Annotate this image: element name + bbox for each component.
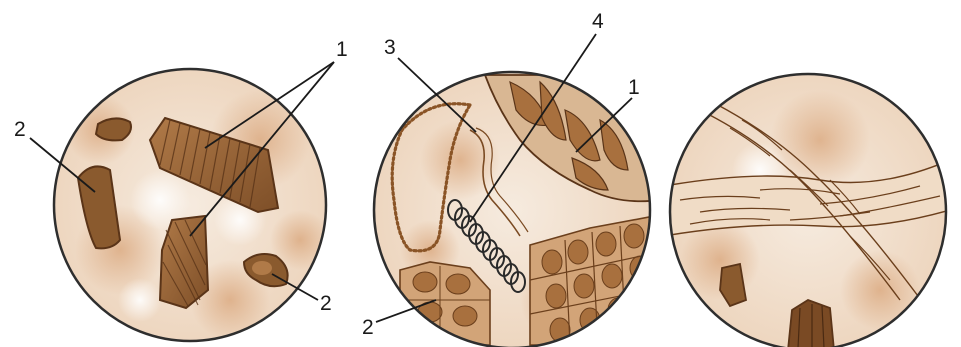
label-circle2-3: 3 — [384, 36, 396, 59]
field-circle-3 — [670, 74, 950, 347]
label-circle1-2a: 2 — [14, 118, 26, 141]
label-circle2-1: 1 — [628, 76, 640, 99]
field-circle-1 — [54, 69, 330, 341]
label-circle2-4: 4 — [592, 10, 604, 33]
smooth-fragment-small — [96, 118, 131, 140]
label-circle1-2b: 2 — [320, 292, 332, 315]
label-circle1-1: 1 — [336, 38, 348, 61]
label-circle2-2: 2 — [362, 316, 374, 339]
cell-cluster-left — [400, 262, 490, 345]
